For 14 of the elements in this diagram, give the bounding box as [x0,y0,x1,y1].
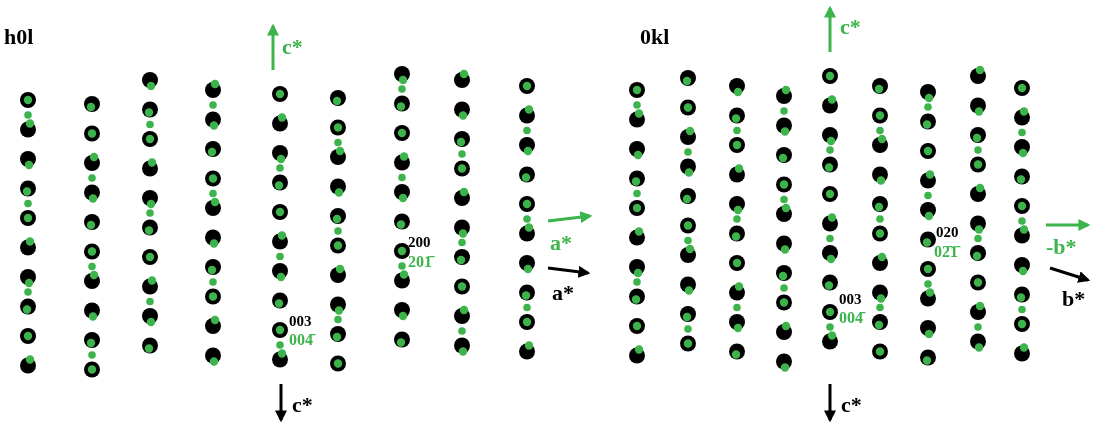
axis-label: c* [292,394,313,416]
reflection-index: 020 [936,225,959,240]
title: 0kl [640,26,670,48]
axis-label: a* [550,232,572,254]
axis-label: c* [840,16,861,38]
reflection-index: 003 [289,314,312,329]
axis-label: b* [1062,288,1086,310]
title: h0l [4,26,34,48]
reflection-index: 200 [408,235,431,250]
axis-label: a* [552,282,574,304]
axis-label: -b* [1046,236,1077,258]
axis-label: c* [841,394,862,416]
reflection-index: 003 [839,292,862,307]
axis-label: c* [282,36,303,58]
